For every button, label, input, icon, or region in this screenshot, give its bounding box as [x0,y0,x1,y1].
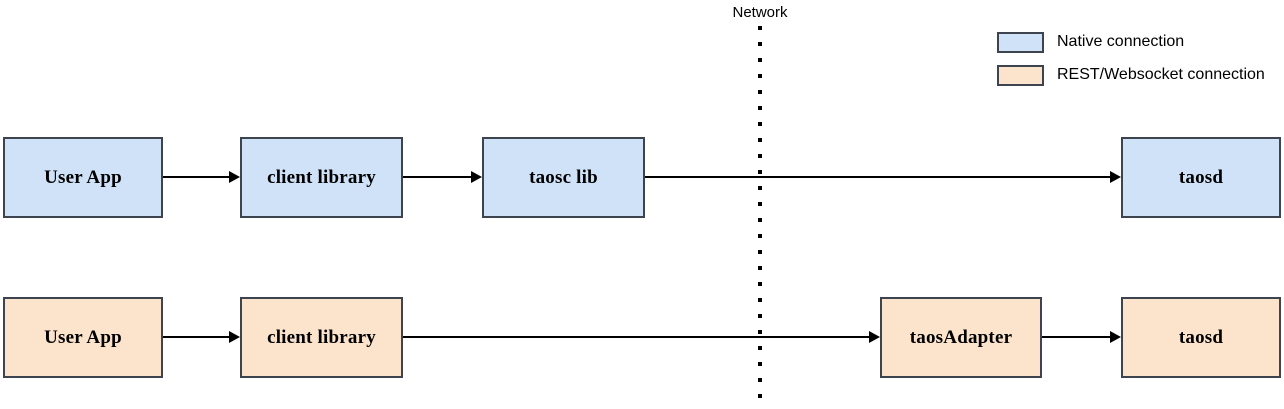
arrowhead-native-taosclib-icon [471,171,482,183]
arrowhead-rest-taosd-icon [1110,331,1121,343]
arrowhead-native-clientlibrary-icon [229,171,240,183]
edge-rest-clientlibrary-to-taosadapter [403,336,869,338]
node-native-user-app[interactable]: User App [3,137,163,218]
edge-rest-userapp-to-clientlibrary [163,336,229,338]
arrowhead-native-taosd-icon [1110,171,1121,183]
network-divider-dotted-line [758,26,762,409]
node-native-taosc-lib[interactable]: taosc lib [482,137,645,218]
edge-native-taosclib-to-taosd [645,176,1110,178]
native-color-swatch [997,31,1044,53]
legend-item-native: Native connection [997,31,1265,53]
node-rest-user-app[interactable]: User App [3,297,163,378]
legend-label-rest: REST/Websocket connection [1057,66,1265,83]
legend-item-rest: REST/Websocket connection [997,64,1265,86]
node-rest-taosadapter[interactable]: taosAdapter [880,297,1042,378]
edge-rest-taosadapter-to-taosd [1042,336,1110,338]
legend: Native connection REST/Websocket connect… [997,31,1265,97]
edge-native-clientlibrary-to-taosclib [403,176,471,178]
node-native-taosd[interactable]: taosd [1121,137,1281,218]
rest-color-swatch [997,64,1044,86]
arrowhead-rest-taosadapter-icon [869,331,880,343]
legend-label-native: Native connection [1057,33,1185,50]
node-rest-client-library[interactable]: client library [240,297,403,378]
arrowhead-rest-clientlibrary-icon [229,331,240,343]
edge-native-userapp-to-clientlibrary [163,176,229,178]
network-divider-label: Network [732,4,788,21]
node-native-client-library[interactable]: client library [240,137,403,218]
node-rest-taosd[interactable]: taosd [1121,297,1281,378]
